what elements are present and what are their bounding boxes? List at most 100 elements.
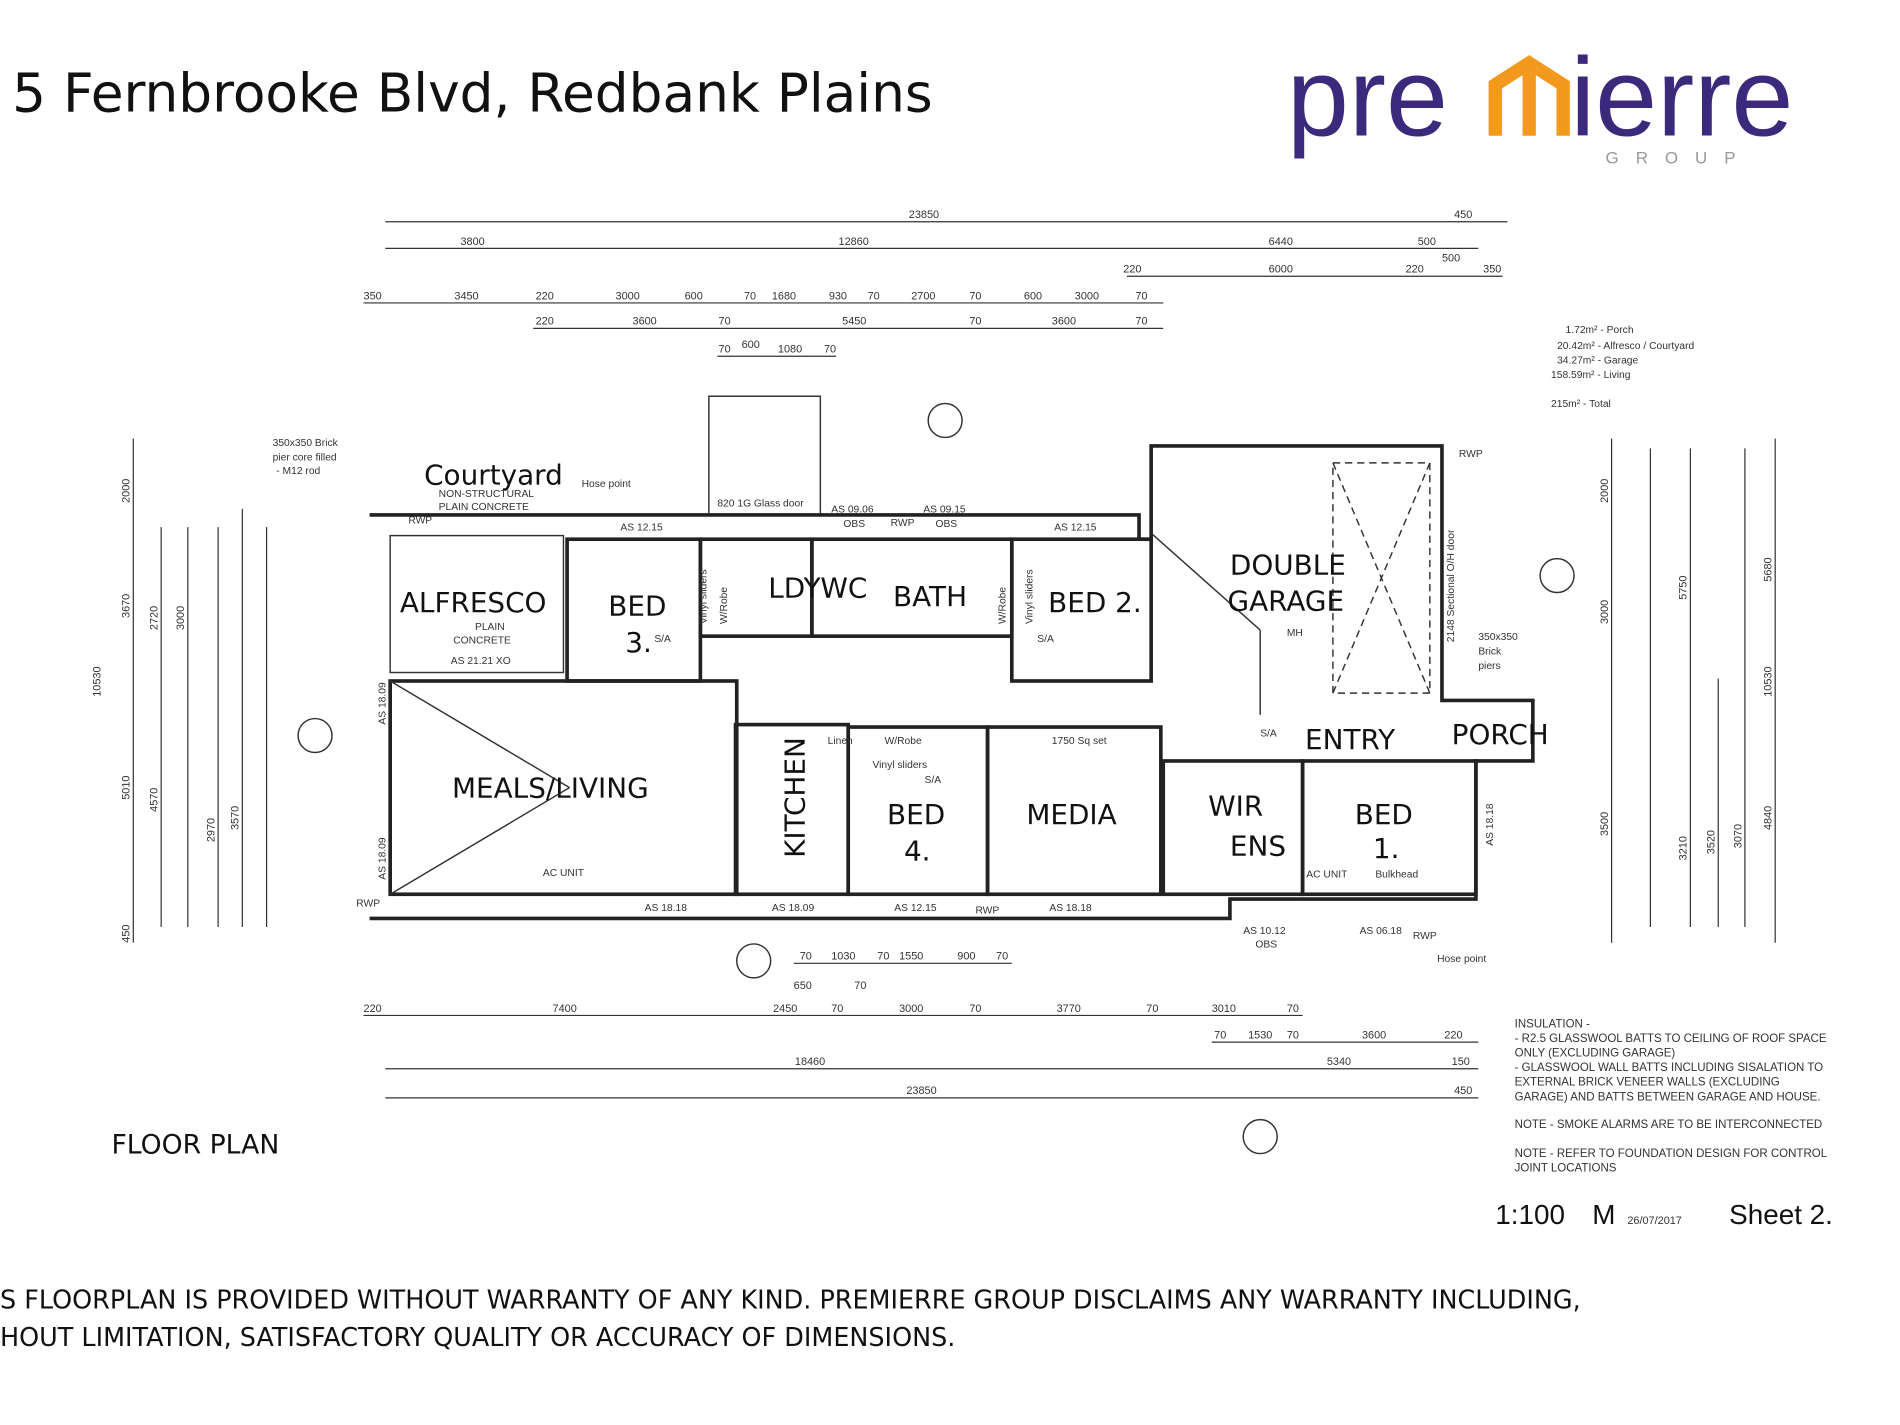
room-wir: WIR — [1208, 789, 1263, 822]
svg-text:OBS: OBS — [1255, 940, 1277, 951]
svg-text:RWP: RWP — [1413, 931, 1437, 942]
svg-text:3000: 3000 — [175, 606, 187, 630]
svg-text:RWP: RWP — [891, 518, 915, 529]
room-meals-living: MEALS/LIVING — [452, 771, 649, 804]
svg-text:650: 650 — [794, 980, 812, 992]
room-entry: ENTRY — [1305, 723, 1396, 756]
svg-text:70: 70 — [969, 1003, 981, 1015]
premierre-logo: pre ierre GROUP — [1287, 35, 1794, 168]
svg-text:S/A: S/A — [1260, 729, 1277, 740]
svg-text:3570: 3570 — [230, 806, 242, 830]
svg-text:350: 350 — [364, 290, 382, 302]
svg-text:5340: 5340 — [1327, 1056, 1351, 1068]
svg-text:20.42m² - Alfresco / Courtyard: 20.42m² - Alfresco / Courtyard — [1557, 341, 1694, 352]
svg-text:23850: 23850 — [909, 209, 939, 221]
svg-text:OBS: OBS — [935, 519, 957, 530]
room-porch: PORCH — [1452, 718, 1549, 751]
svg-text:220: 220 — [364, 1003, 382, 1015]
svg-text:26/07/2017: 26/07/2017 — [1627, 1215, 1682, 1227]
svg-text:70: 70 — [969, 316, 981, 328]
svg-text:70: 70 — [868, 290, 880, 302]
svg-text:AS 18.09: AS 18.09 — [772, 903, 815, 914]
svg-text:70: 70 — [800, 951, 812, 963]
svg-text:2970: 2970 — [205, 818, 217, 842]
svg-text:PLAIN CONCRETE: PLAIN CONCRETE — [439, 502, 529, 513]
svg-text:3670: 3670 — [121, 594, 133, 618]
svg-text:NOTE - SMOKE ALARMS ARE TO BE: NOTE - SMOKE ALARMS ARE TO BE INTERCONNE… — [1515, 1119, 1823, 1131]
svg-text:Vinyl sliders: Vinyl sliders — [1024, 569, 1035, 624]
svg-text:GARAGE: GARAGE — [1227, 585, 1344, 618]
svg-text:pre: pre — [1287, 35, 1448, 160]
svg-text:3210: 3210 — [1678, 836, 1690, 860]
svg-text:Hose point: Hose point — [582, 479, 631, 490]
svg-text:AS 12.15: AS 12.15 — [1054, 523, 1097, 534]
svg-text:158.59m² - Living: 158.59m² - Living — [1551, 370, 1631, 381]
svg-text:Bulkhead: Bulkhead — [1375, 869, 1418, 880]
title-block: 1:100 M 26/07/2017 Sheet 2. — [1495, 1199, 1833, 1230]
svg-text:AS 18.18: AS 18.18 — [1049, 903, 1092, 914]
room-alfresco: ALFRESCO — [400, 586, 547, 619]
svg-text:MH: MH — [1287, 628, 1303, 639]
svg-text:3000: 3000 — [616, 290, 640, 302]
svg-text:350x350: 350x350 — [1478, 632, 1518, 643]
svg-text:2700: 2700 — [911, 290, 935, 302]
svg-text:INSULATION -: INSULATION - — [1515, 1019, 1590, 1031]
svg-text:S/A: S/A — [1037, 634, 1054, 645]
svg-text:RWP: RWP — [408, 515, 432, 526]
svg-text:Vinyl sliders: Vinyl sliders — [698, 569, 709, 624]
svg-text:70: 70 — [1135, 316, 1147, 328]
svg-text:Vinyl sliders: Vinyl sliders — [872, 760, 927, 771]
svg-text:NOTE - REFER TO FOUNDATION DES: NOTE - REFER TO FOUNDATION DESIGN FOR CO… — [1515, 1148, 1828, 1160]
svg-text:450: 450 — [1454, 1085, 1472, 1097]
svg-text:AS 18.09: AS 18.09 — [377, 682, 388, 725]
svg-text:150: 150 — [1452, 1056, 1470, 1068]
svg-text:2450: 2450 — [773, 1003, 797, 1015]
svg-text:S/A: S/A — [654, 634, 671, 645]
room-bed-1: BED — [1355, 798, 1413, 831]
svg-text:ONLY (EXCLUDING GARAGE): ONLY (EXCLUDING GARAGE) — [1515, 1048, 1676, 1060]
svg-text:5680: 5680 — [1763, 557, 1775, 581]
svg-text:3520: 3520 — [1706, 830, 1718, 854]
svg-text:350x350 Brick: 350x350 Brick — [273, 438, 339, 449]
svg-text:NON-STRUCTURAL: NON-STRUCTURAL — [439, 489, 535, 500]
svg-text:6440: 6440 — [1269, 236, 1293, 248]
room-courtyard: Courtyard — [424, 459, 563, 492]
svg-text:RWP: RWP — [975, 906, 999, 917]
svg-text:500: 500 — [1418, 236, 1436, 248]
dimension-lines-right: 2000 5750 10530 3000 3500 3210 3520 3070… — [1599, 438, 1776, 943]
svg-text:70: 70 — [744, 290, 756, 302]
svg-text:70: 70 — [824, 344, 836, 356]
svg-text:2148 Sectional O/H door: 2148 Sectional O/H door — [1446, 529, 1457, 642]
svg-text:450: 450 — [121, 925, 133, 943]
area-schedule: 1.72m² - Porch 20.42m² - Alfresco / Cour… — [1551, 325, 1694, 410]
svg-text:AS 21.21 XO: AS 21.21 XO — [451, 656, 511, 667]
svg-text:3000: 3000 — [1075, 290, 1099, 302]
room-wc: WC — [820, 571, 867, 604]
room-laundry: LDY — [768, 571, 821, 604]
svg-text:350: 350 — [1483, 264, 1501, 276]
svg-text:5750: 5750 — [1678, 576, 1690, 600]
svg-text:70: 70 — [854, 980, 866, 992]
svg-text:500: 500 — [1442, 253, 1460, 265]
svg-text:AS 18.09: AS 18.09 — [377, 837, 388, 880]
svg-text:10530: 10530 — [92, 666, 104, 696]
svg-text:- M12 rod: - M12 rod — [276, 466, 320, 477]
svg-text:7400: 7400 — [553, 1003, 577, 1015]
svg-text:AC UNIT: AC UNIT — [543, 868, 585, 879]
svg-text:1.72m² - Porch: 1.72m² - Porch — [1566, 325, 1634, 336]
svg-text:EXTERNAL BRICK VENEER WALLS (E: EXTERNAL BRICK VENEER WALLS (EXCLUDING — [1515, 1077, 1780, 1089]
svg-text:4570: 4570 — [149, 788, 161, 812]
svg-text:OBS: OBS — [843, 519, 865, 530]
svg-text:AC UNIT: AC UNIT — [1306, 869, 1348, 880]
svg-text:5010: 5010 — [121, 776, 133, 800]
svg-text:HOUT LIMITATION, SATISFACTORY: HOUT LIMITATION, SATISFACTORY QUALITY OR… — [0, 1322, 955, 1352]
building-walls — [369, 395, 1535, 921]
svg-text:S FLOORPLAN IS PROVIDED WITHOU: S FLOORPLAN IS PROVIDED WITHOUT WARRANTY… — [0, 1285, 1581, 1315]
svg-text:ierre: ierre — [1570, 35, 1793, 160]
svg-text:215m² - Total: 215m² - Total — [1551, 399, 1611, 410]
svg-text:1680: 1680 — [772, 290, 796, 302]
svg-text:930: 930 — [829, 290, 847, 302]
